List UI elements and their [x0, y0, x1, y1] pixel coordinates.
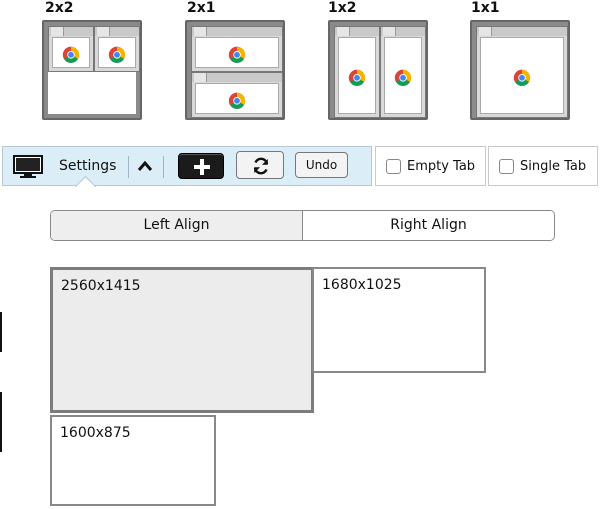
window-thumbnail [380, 26, 426, 118]
edge-mark [0, 312, 2, 352]
window-thumbnail [334, 26, 380, 118]
empty-tab-checkbox[interactable] [386, 159, 401, 174]
resolution-label: 2560x1415 [61, 278, 141, 294]
chrome-icon [108, 45, 126, 63]
monitor-icon [13, 155, 43, 178]
resolution-label: 1600x875 [60, 425, 131, 441]
refresh-button[interactable] [236, 151, 284, 179]
edge-mark [0, 392, 2, 452]
resolution-option[interactable]: 1680x1025 [312, 267, 486, 373]
window-thumbnail [476, 26, 568, 118]
empty-tab-option[interactable]: Empty Tab [375, 146, 486, 186]
chrome-icon [228, 45, 246, 63]
preset-1x1[interactable] [470, 20, 570, 120]
align-toggle: Left Align Right Align [50, 210, 555, 241]
left-align-button[interactable]: Left Align [51, 211, 303, 240]
preset-label-1x2: 1x2 [328, 0, 357, 16]
window-thumbnail [191, 26, 283, 72]
chrome-icon [394, 68, 412, 86]
toolbar: Settings Undo Empty Tab Single Tab [0, 146, 600, 186]
chrome-icon [348, 68, 366, 86]
plus-icon [194, 159, 210, 175]
preset-1x2[interactable] [328, 20, 428, 120]
toolbar-main: Settings Undo [2, 146, 372, 186]
preset-2x2[interactable] [42, 20, 142, 120]
preset-label-1x1: 1x1 [471, 0, 500, 16]
undo-button[interactable]: Undo [295, 152, 348, 178]
settings-label[interactable]: Settings [59, 158, 117, 174]
single-tab-checkbox[interactable] [499, 159, 514, 174]
empty-tab-label: Empty Tab [407, 159, 476, 174]
divider [128, 156, 129, 178]
refresh-icon [253, 157, 269, 175]
preset-2x1[interactable] [185, 20, 285, 120]
chrome-icon [513, 68, 531, 86]
add-window-button[interactable] [178, 153, 224, 179]
chevron-up-icon[interactable] [137, 160, 153, 172]
single-tab-label: Single Tab [520, 159, 587, 174]
resolution-option[interactable]: 2560x1415 [50, 267, 314, 413]
window-thumbnail [48, 26, 94, 72]
divider [163, 156, 164, 178]
chrome-icon [228, 91, 246, 109]
preset-label-2x1: 2x1 [187, 0, 216, 16]
window-thumbnail [191, 72, 283, 118]
window-thumbnail [94, 26, 140, 72]
right-align-button[interactable]: Right Align [303, 211, 554, 240]
resolution-option[interactable]: 1600x875 [50, 415, 216, 506]
resolution-label: 1680x1025 [322, 277, 402, 293]
single-tab-option[interactable]: Single Tab [488, 146, 598, 186]
chrome-icon [62, 45, 80, 63]
preset-label-2x2: 2x2 [45, 0, 74, 16]
